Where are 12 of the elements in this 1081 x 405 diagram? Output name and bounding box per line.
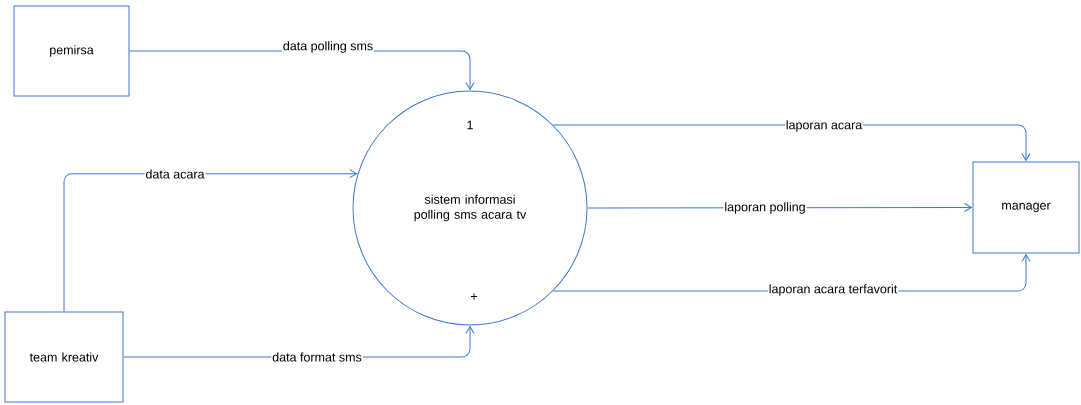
process-text: sistem informasi polling sms acara tv: [414, 194, 527, 222]
edge-label: data acara: [144, 168, 206, 180]
process-text: +: [470, 293, 478, 300]
edge-label: data polling sms: [281, 40, 375, 54]
process-text: 1: [467, 120, 473, 130]
edge-label: laporan acara terfavorit: [767, 283, 899, 297]
edge-label: data format sms: [271, 351, 363, 363]
edge-label: laporan acara: [784, 119, 864, 133]
entity-box: team kreativ: [4, 311, 124, 403]
entity-box: pemirsa: [13, 5, 130, 97]
edge-label: laporan polling: [723, 201, 807, 215]
entity-box: manager: [972, 161, 1080, 254]
